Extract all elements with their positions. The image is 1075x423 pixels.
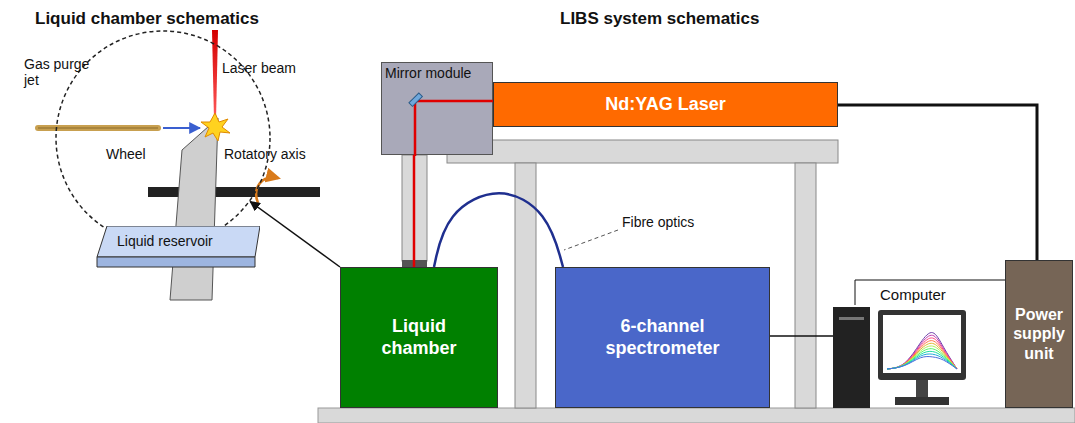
spectrum-curve [887, 354, 957, 369]
part-label: Rotatory axis [224, 146, 306, 162]
part-label: Wheel [106, 146, 146, 162]
monitor-screen [883, 315, 961, 373]
monitor-stand [916, 380, 928, 398]
box-label: Mirror module [382, 63, 492, 83]
spectrum-curve [887, 343, 957, 369]
device-label: Computer [880, 286, 946, 303]
laser-box: Nd:YAG Laser [493, 82, 838, 127]
connector [838, 105, 1037, 260]
box-label: Nd:YAG Laser [605, 94, 725, 116]
monitor-base [895, 397, 949, 405]
laser-beam [415, 101, 494, 156]
reservoir-front [97, 257, 255, 267]
connector [413, 155, 416, 267]
spectrum-curve [887, 357, 957, 369]
box-label: Liquid chamber [364, 316, 474, 359]
box-label: Liquid reservoir [95, 226, 260, 249]
connector [250, 202, 340, 267]
computer: Computer [833, 305, 968, 408]
rotation-arrow [256, 177, 278, 203]
connector [434, 193, 563, 267]
box-label: Power supply unit [1009, 305, 1069, 363]
table-leg [795, 163, 816, 408]
mirror-module: Mirror module [381, 62, 493, 155]
monitor [878, 310, 966, 380]
gas-flow-arrow [163, 127, 200, 129]
wheel [170, 118, 218, 300]
computer-tower [833, 307, 870, 408]
leader-line [564, 230, 618, 250]
floor [318, 408, 1075, 423]
section-title: LIBS system schematics [560, 9, 759, 29]
liquid-reservoir: Liquid reservoir [95, 226, 260, 268]
power-supply-box: Power supply unit [1005, 260, 1073, 408]
part-label: Fibre optics [622, 214, 694, 230]
drive-slot [839, 317, 864, 320]
mirror [409, 93, 422, 106]
part-label: Gas purge jet [24, 56, 106, 88]
spectrum-curve [887, 341, 957, 369]
spectrum-curve [887, 349, 957, 369]
part-label: Laser beam [222, 60, 296, 76]
spectrum-curve [887, 333, 957, 369]
connector [855, 280, 1005, 305]
spectrum-curve [887, 335, 957, 369]
section-title: Liquid chamber schematics [35, 9, 259, 29]
box-label: 6-channel spectrometer [598, 316, 728, 359]
spectrum-curve [887, 351, 957, 369]
spectrum-curve [887, 338, 957, 369]
chamber-box: Liquid chamber [340, 267, 498, 408]
computer-figure [833, 305, 968, 408]
connector [770, 335, 833, 337]
spectrum-curve [887, 346, 957, 369]
spectrometer-box: 6-channel spectrometer [555, 267, 770, 408]
table-top [447, 140, 838, 163]
rotatory-axis [148, 187, 320, 197]
plasma-spark [201, 113, 230, 141]
